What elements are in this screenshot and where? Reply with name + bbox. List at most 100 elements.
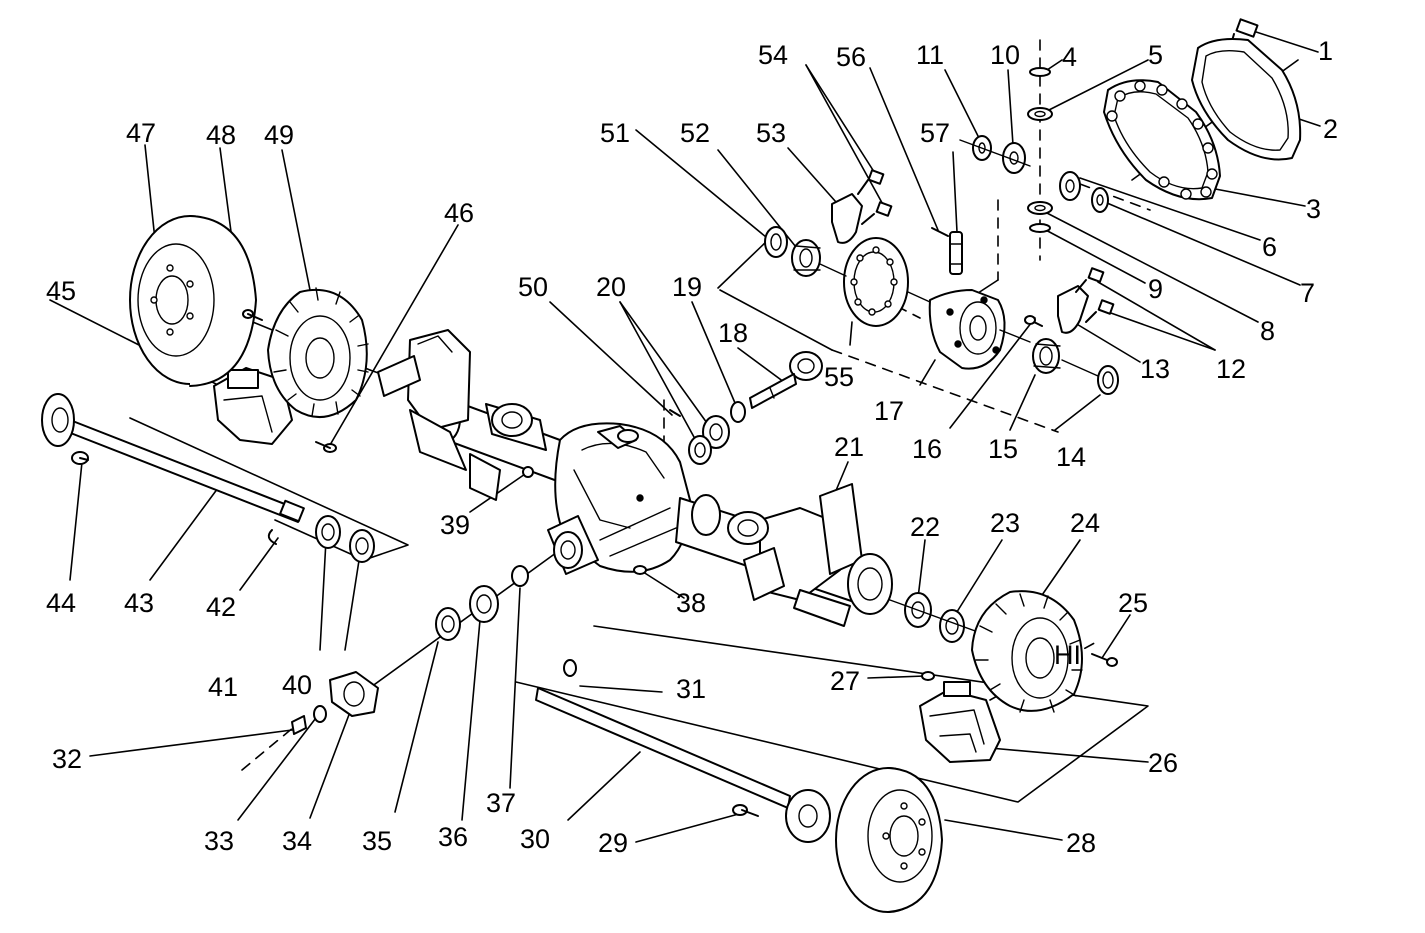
callout-51: 51 [600, 118, 630, 148]
pinion-shaft-57 [949, 231, 963, 275]
bearing-cap-53 [831, 169, 893, 244]
pinion-bearing-20 [702, 415, 730, 449]
callout-40: 40 [282, 670, 312, 700]
wheel-bearing-41 [315, 515, 341, 549]
callout-17: 17 [874, 396, 904, 426]
callout-35: 35 [362, 826, 392, 856]
differential-case-17 [928, 289, 1006, 370]
callout-53: 53 [756, 118, 786, 148]
pinion-yoke-34 [329, 671, 379, 717]
pinion-seal-35 [435, 607, 461, 641]
vent-39 [522, 466, 534, 478]
cover-gasket [1103, 79, 1221, 201]
side-gear-washer-9 [1029, 223, 1051, 233]
brake-rotor-28 [835, 767, 943, 913]
callout-labels: 1 2 3 4 5 6 7 8 9 10 11 12 13 14 15 16 1… [46, 36, 1338, 858]
callout-57: 57 [920, 118, 950, 148]
callout-12: 12 [1216, 354, 1246, 384]
ring-gear-55 [843, 237, 909, 327]
brake-shield-24: HI [971, 590, 1083, 713]
washer-33 [313, 705, 327, 723]
callout-9: 9 [1148, 274, 1163, 304]
callout-55: 55 [824, 362, 854, 392]
brake-shield-49 [267, 287, 369, 418]
leader-lines [49, 29, 1321, 843]
callout-50: 50 [518, 272, 548, 302]
side-gear-washer-4 [1029, 67, 1051, 77]
drive-pinion-18 [749, 351, 823, 409]
pinion-shim-19 [730, 401, 746, 423]
pinion-nut-32 [291, 715, 307, 735]
callout-24: 24 [1070, 508, 1100, 538]
callout-39: 39 [440, 510, 470, 540]
parts: HI [41, 18, 1302, 913]
callout-7: 7 [1300, 278, 1315, 308]
callout-54: 54 [758, 40, 788, 70]
brake-caliper-26 [919, 681, 1001, 763]
callout-42: 42 [206, 592, 236, 622]
callout-43: 43 [124, 588, 154, 618]
callout-49: 49 [264, 120, 294, 150]
callout-45: 45 [46, 276, 76, 306]
callout-25: 25 [1118, 588, 1148, 618]
callout-18: 18 [718, 318, 748, 348]
callout-29: 29 [598, 828, 628, 858]
axle-shaft-43 [41, 393, 305, 523]
bearing-cone-15 [1032, 338, 1061, 374]
callout-47: 47 [126, 118, 156, 148]
callout-56: 56 [836, 42, 866, 72]
differential-cover [1191, 38, 1302, 161]
callout-8: 8 [1260, 316, 1275, 346]
wheel-stud-44 [71, 451, 89, 465]
callout-38: 38 [676, 588, 706, 618]
callout-23: 23 [990, 508, 1020, 538]
callout-33: 33 [204, 826, 234, 856]
drain-plug-38 [633, 565, 647, 575]
pinion-bearing-36 [469, 585, 499, 623]
collapsible-spacer-37 [511, 565, 529, 587]
hub-stamp: HI [1054, 640, 1081, 670]
callout-13: 13 [1140, 354, 1170, 384]
axle-housing [377, 329, 893, 627]
callout-6: 6 [1262, 232, 1277, 262]
callout-11: 11 [916, 40, 944, 70]
callout-14: 14 [1056, 442, 1086, 472]
callout-36: 36 [438, 822, 468, 852]
callout-41: 41 [208, 672, 238, 702]
callout-19: 19 [672, 272, 702, 302]
callout-31: 31 [676, 674, 706, 704]
callout-52: 52 [680, 118, 710, 148]
callout-26: 26 [1148, 748, 1178, 778]
brake-rotor-47 [129, 215, 257, 387]
callout-30: 30 [520, 824, 550, 854]
c-lock-31 [563, 659, 577, 677]
callout-15: 15 [988, 434, 1018, 464]
c-lock-42 [267, 529, 277, 545]
callout-4: 4 [1062, 42, 1077, 72]
bearing-cone-52 [791, 239, 821, 277]
callout-37: 37 [486, 788, 516, 818]
callout-1: 1 [1318, 36, 1333, 66]
callout-46: 46 [444, 198, 474, 228]
callout-28: 28 [1066, 828, 1096, 858]
callout-32: 32 [52, 744, 82, 774]
callout-44: 44 [46, 588, 76, 618]
wheel-stud-29 [732, 804, 759, 817]
callout-20: 20 [596, 272, 626, 302]
callout-48: 48 [206, 120, 236, 150]
callout-2: 2 [1323, 114, 1338, 144]
callout-21: 21 [834, 432, 864, 462]
axle-shaft-30 [535, 687, 831, 843]
axle-seal-40 [349, 529, 375, 563]
callout-34: 34 [282, 826, 312, 856]
callout-16: 16 [912, 434, 942, 464]
callout-3: 3 [1306, 194, 1321, 224]
callout-22: 22 [910, 512, 940, 542]
callout-27: 27 [830, 666, 860, 696]
bolt-48 [242, 309, 263, 321]
axle-seal-23 [939, 609, 965, 643]
callout-10: 10 [990, 40, 1020, 70]
bearing-cap-13 [1057, 267, 1115, 334]
callout-5: 5 [1148, 40, 1163, 70]
